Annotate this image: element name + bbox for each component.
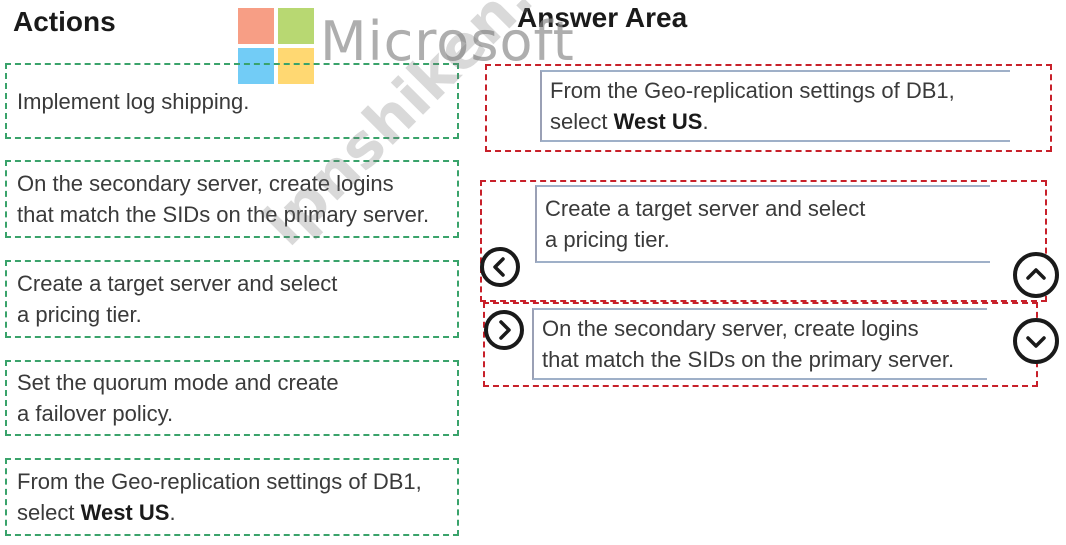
action-text: . (169, 500, 176, 525)
answer-text-line2: select West US. (550, 106, 1010, 137)
answer-item-create-target-server[interactable]: Create a target server and select a pric… (535, 185, 990, 263)
action-text: From the Geo-replication settings of DB1… (17, 469, 422, 494)
action-item-geo-replication[interactable]: From the Geo-replication settings of DB1… (5, 458, 459, 536)
answer-text: Create a target server and select (545, 196, 866, 221)
move-right-button[interactable] (484, 310, 524, 350)
action-text-line2: select West US. (17, 497, 457, 528)
region-name: West US (613, 109, 703, 134)
action-text: On the secondary server, create logins (17, 171, 394, 196)
action-text: a failover policy. (17, 401, 174, 426)
action-item-implement-log-shipping[interactable]: Implement log shipping. (5, 63, 459, 139)
answer-text: . (702, 109, 709, 134)
move-up-button[interactable] (1013, 252, 1059, 298)
chevron-left-icon (493, 257, 505, 277)
actions-heading: Actions (13, 6, 116, 37)
answer-text: a pricing tier. (545, 227, 670, 252)
action-text: a pricing tier. (17, 302, 142, 327)
chevron-right-icon (499, 320, 511, 340)
answer-text: On the secondary server, create logins (542, 316, 919, 341)
action-item-set-quorum-mode[interactable]: Set the quorum mode and create a failove… (5, 360, 459, 436)
answer-item-geo-replication[interactable]: From the Geo-replication settings of DB1… (540, 70, 1010, 142)
action-item-create-logins[interactable]: On the secondary server, create logins t… (5, 160, 459, 238)
action-text: select (17, 500, 81, 525)
region-name: West US (80, 500, 170, 525)
answer-text: that match the SIDs on the primary serve… (542, 347, 955, 372)
microsoft-logo-text: Microsoft (320, 10, 575, 73)
action-text: that match the SIDs on the primary serve… (17, 202, 430, 227)
logo-yellow-square (278, 48, 314, 84)
action-text: Implement log shipping. (17, 88, 250, 114)
answer-text: From the Geo-replication settings of DB1… (550, 78, 955, 103)
chevron-up-icon (1026, 268, 1046, 280)
answer-item-create-logins[interactable]: On the secondary server, create logins t… (532, 308, 987, 380)
move-left-button[interactable] (480, 247, 520, 287)
answer-area-heading: Answer Area (517, 2, 688, 33)
action-item-create-target-server[interactable]: Create a target server and select a pric… (5, 260, 459, 338)
chevron-down-icon (1026, 336, 1046, 348)
logo-blue-square (238, 48, 274, 84)
logo-red-square (238, 8, 274, 44)
action-text: Set the quorum mode and create (17, 370, 339, 395)
action-text: Create a target server and select (17, 271, 338, 296)
answer-slot-1[interactable] (485, 64, 1052, 152)
move-down-button[interactable] (1013, 318, 1059, 364)
logo-green-square (278, 8, 314, 44)
answer-slot-2[interactable] (480, 180, 1047, 302)
answer-text: select (550, 109, 614, 134)
